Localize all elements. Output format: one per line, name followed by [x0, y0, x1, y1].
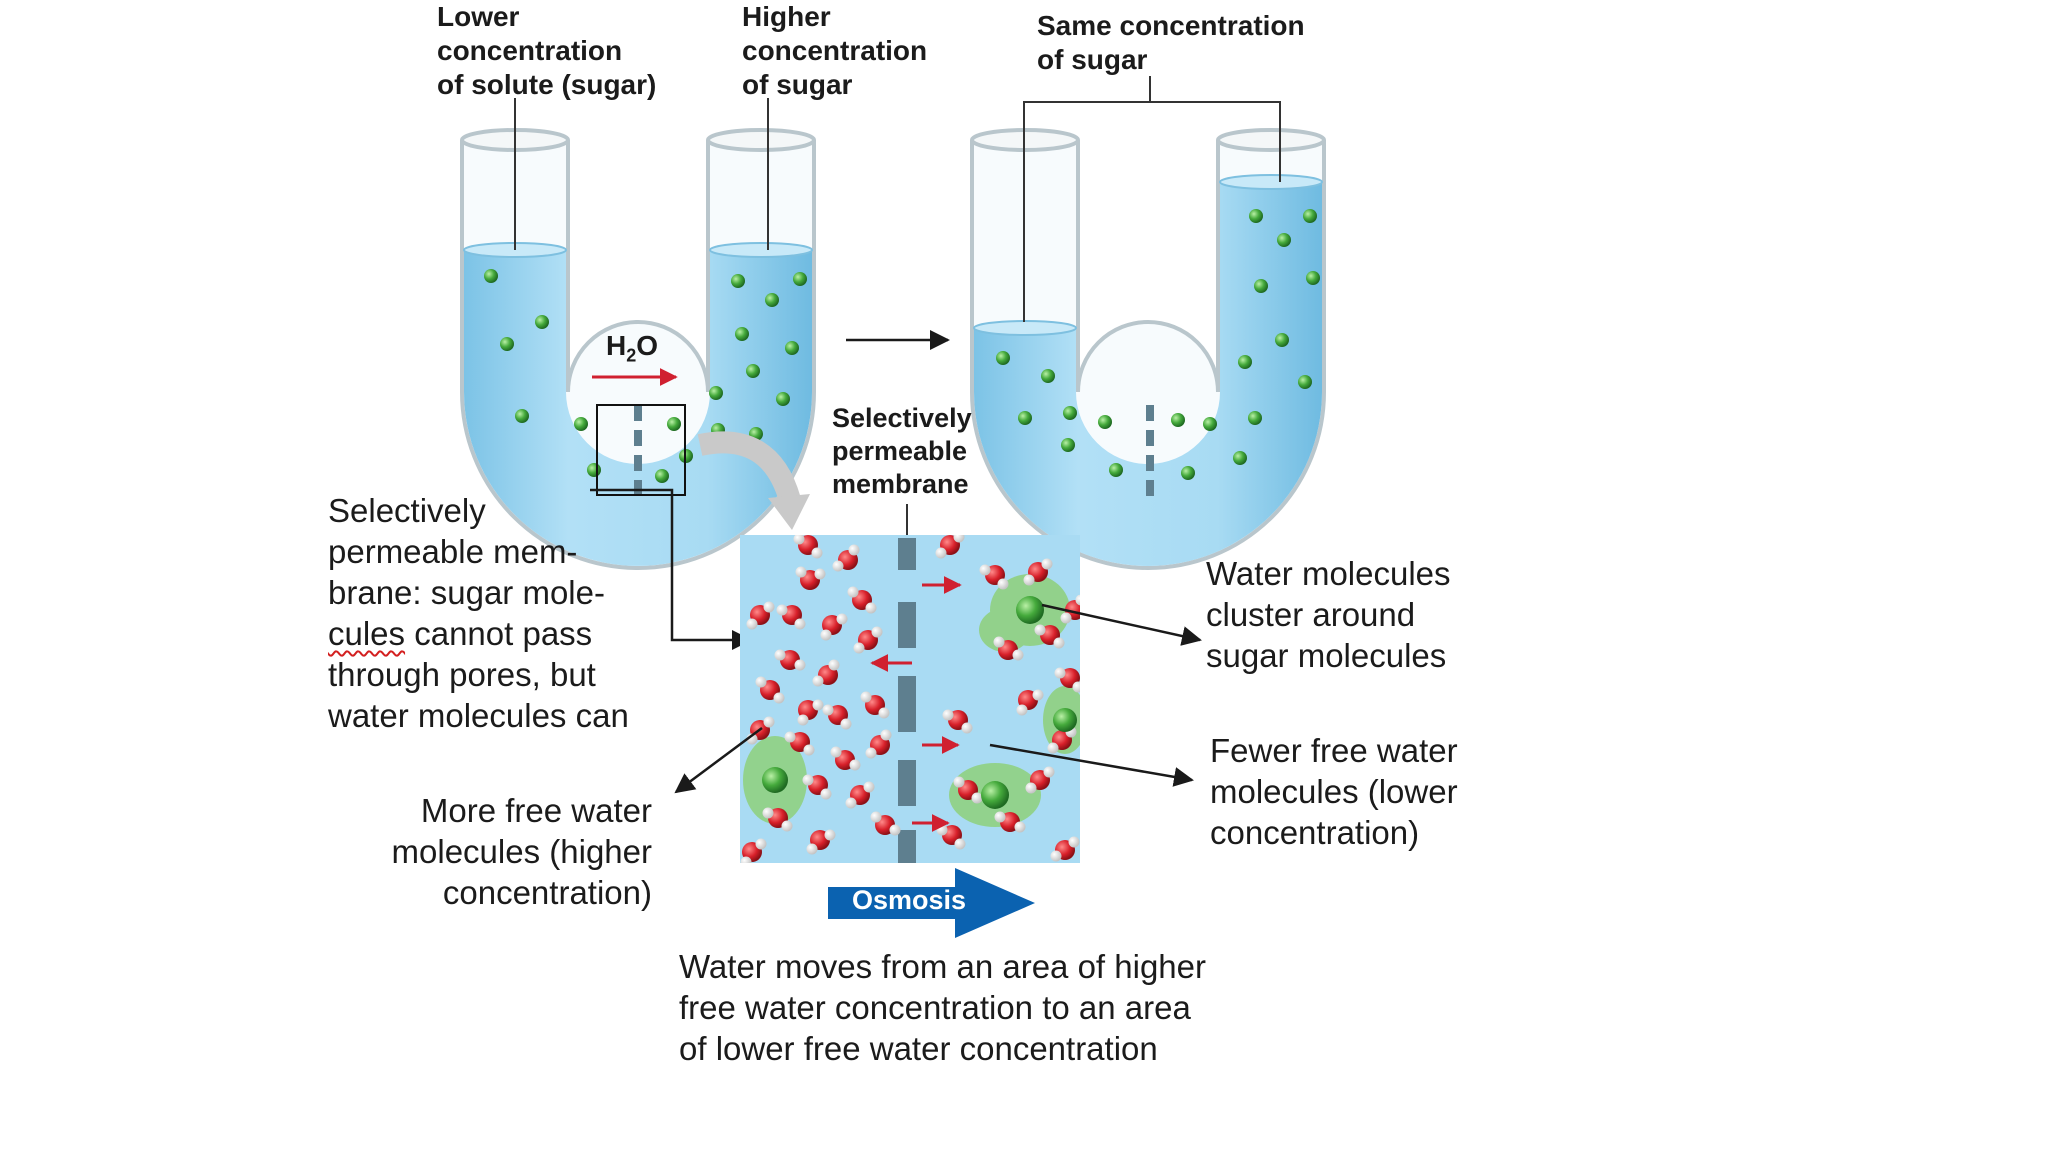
label-cluster: Water molecules cluster around sugar mol…	[1206, 555, 1451, 674]
pointer-more-free-water	[674, 726, 763, 794]
zoom-arrow	[697, 431, 801, 504]
sugar-molecules-left-tube	[484, 269, 807, 483]
sugar-molecules-right-tube	[996, 209, 1320, 480]
label-more-free-water: More free water molecules (higher concen…	[391, 792, 652, 911]
label-lower-concentration: Lower concentration of solute (sugar)	[437, 1, 657, 100]
label-selectively-permeable-membrane: Selectively permeable membrane	[832, 403, 972, 499]
water-molecules	[740, 535, 1080, 863]
pointer-cluster	[1041, 603, 1202, 646]
osmosis-arrow	[828, 868, 1035, 938]
bracket-same-concentration	[1023, 101, 1281, 322]
label-osmosis: Osmosis	[852, 885, 967, 915]
label-fewer-free-water: Fewer free water molecules (lower concen…	[1210, 732, 1458, 851]
water-flow-arrows	[870, 576, 962, 832]
sugar-molecules-box	[762, 596, 1077, 809]
pointer-membrane-description	[590, 488, 752, 650]
pointer-fewer-free-water	[989, 743, 1194, 787]
membrane-strip	[898, 538, 916, 863]
label-higher-concentration: Higher concentration of sugar	[742, 1, 928, 100]
u-tube-left	[460, 128, 816, 570]
zoom-box	[596, 404, 686, 496]
label-membrane-description: Selectively permeable mem- brane: sugar …	[328, 492, 629, 734]
caption: Water moves from an area of higher free …	[679, 948, 1207, 1067]
label-same-concentration: Same concentration of sugar	[1037, 10, 1305, 75]
label-h2o: H2O	[606, 330, 659, 366]
magnified-membrane-view	[740, 535, 1080, 863]
